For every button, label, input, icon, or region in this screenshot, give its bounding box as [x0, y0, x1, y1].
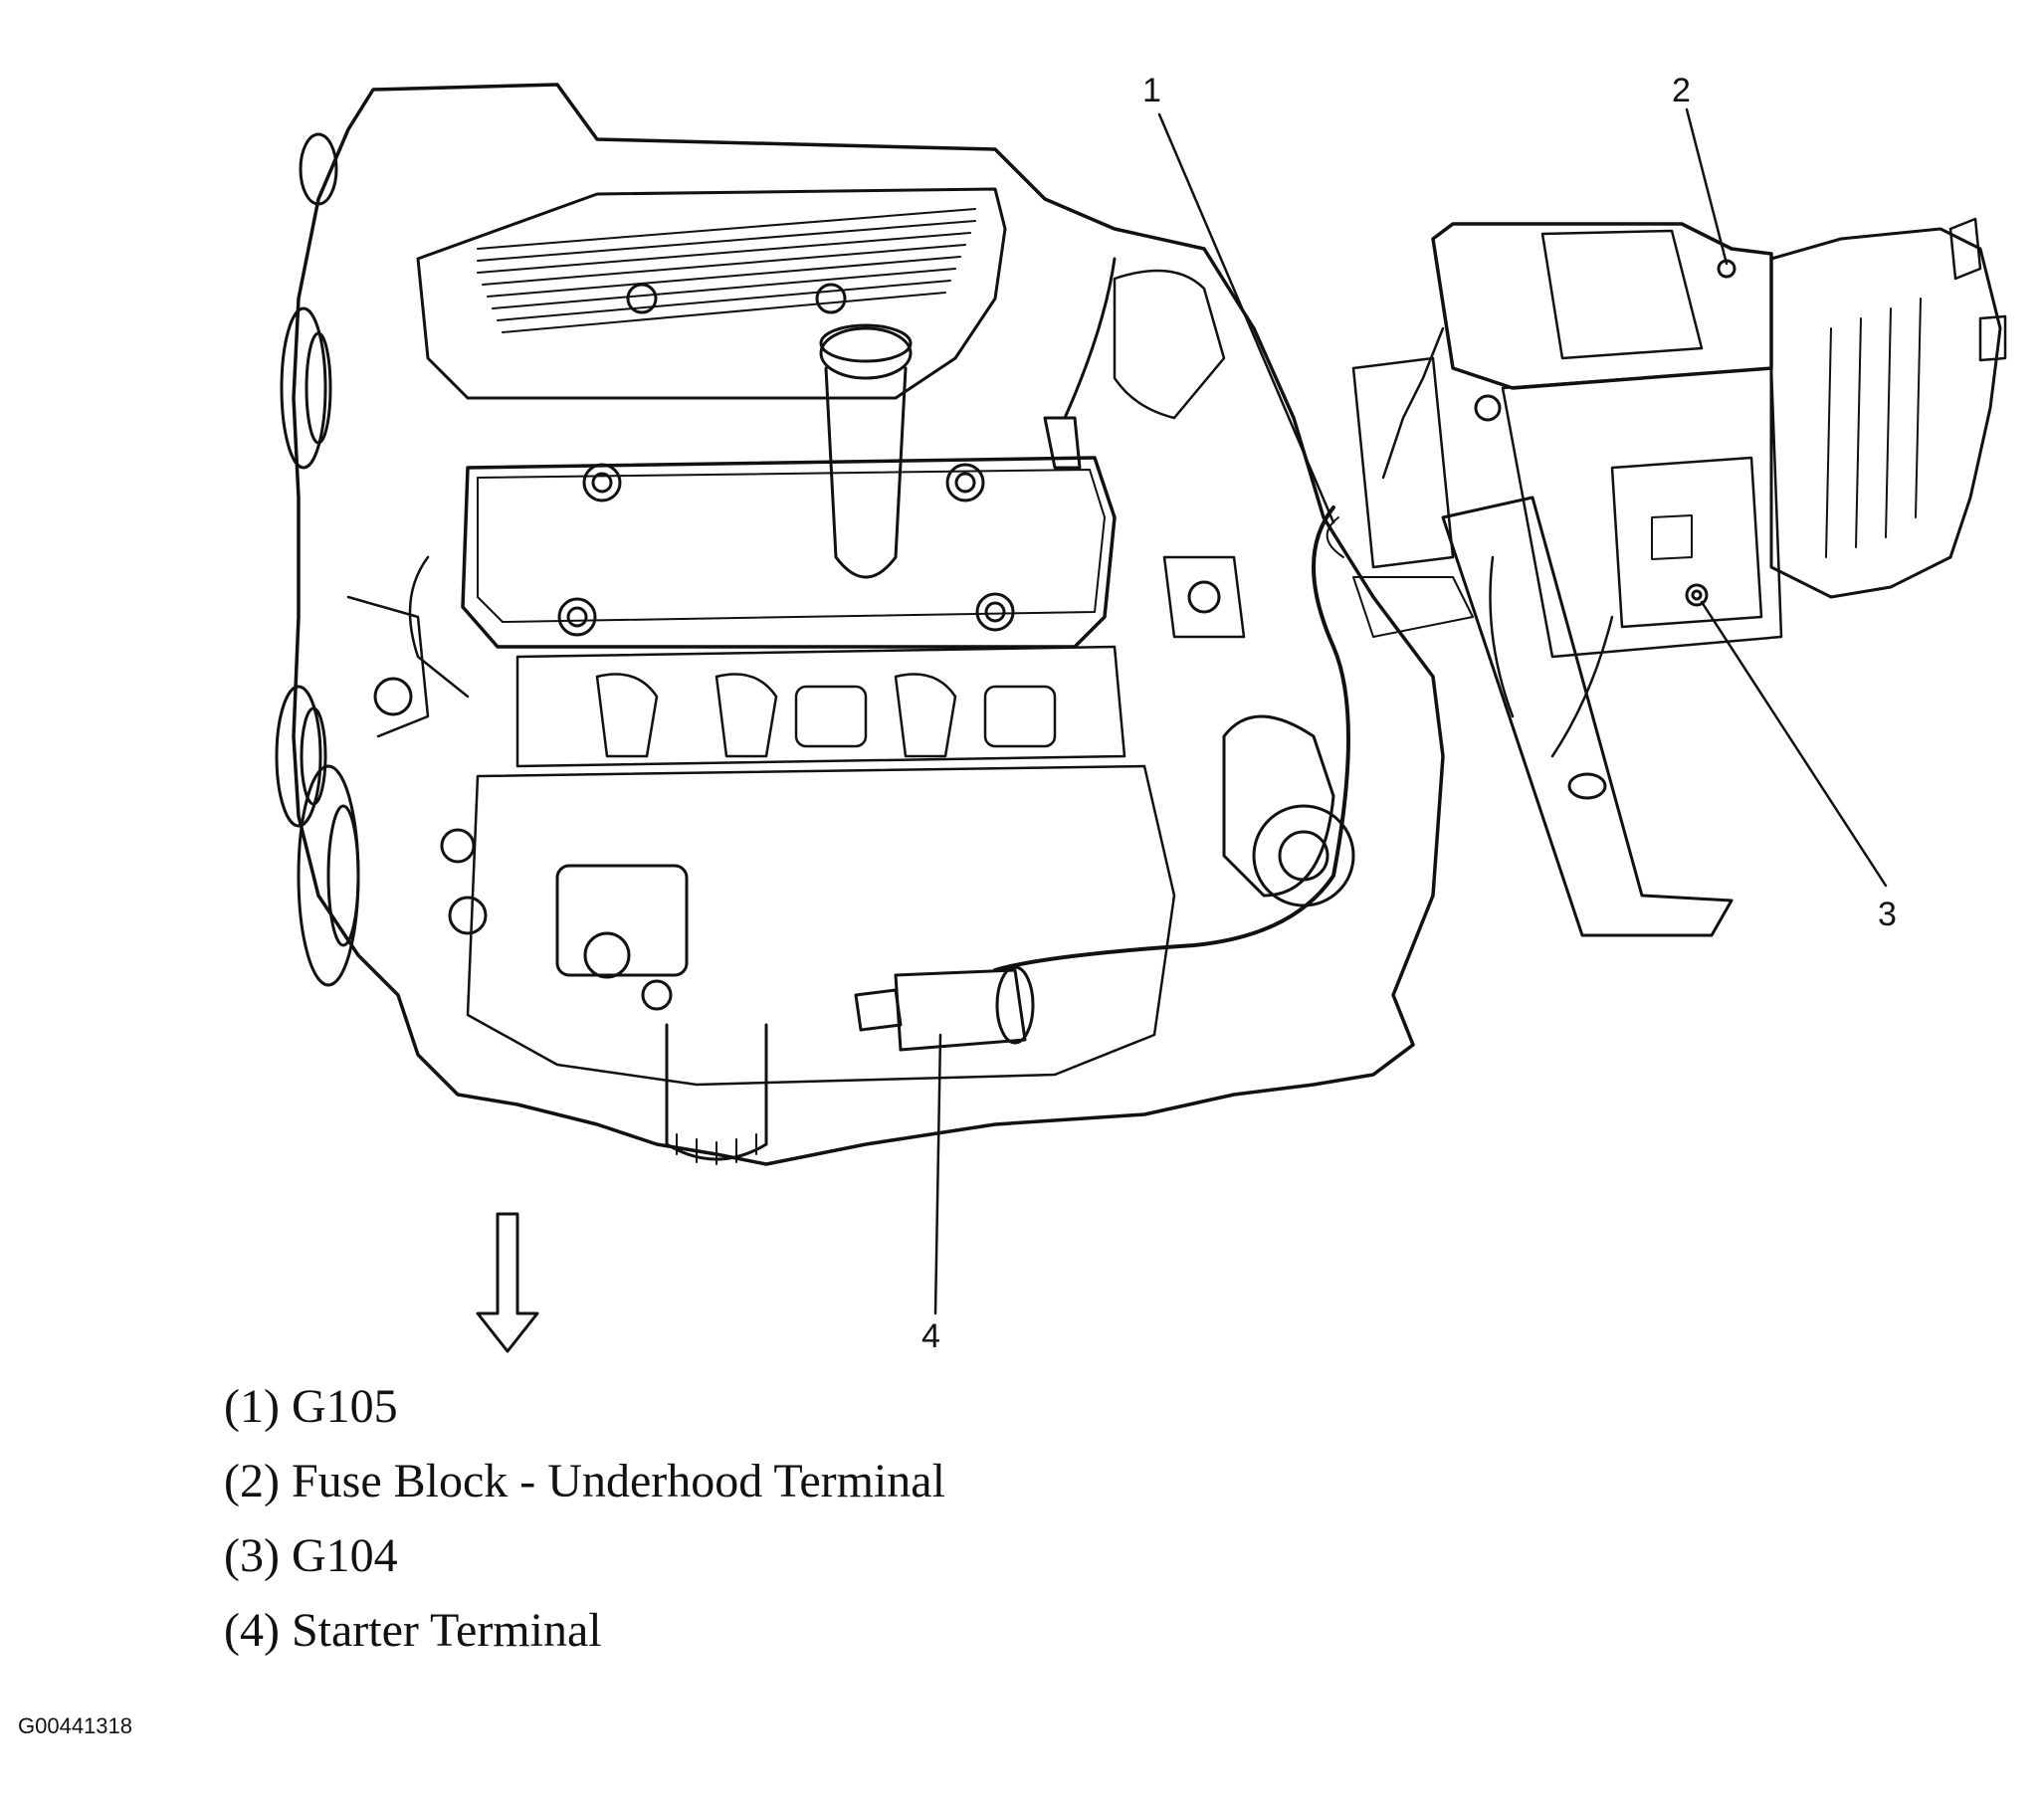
legend-item-2: (2) Fuse Block - Underhood Terminal	[224, 1455, 945, 1507]
leader-line-3	[1700, 600, 1888, 888]
figure-id: G00441318	[18, 1713, 132, 1738]
oil-filler	[824, 366, 908, 579]
leader-line-4	[933, 1033, 942, 1315]
ground-cable	[993, 505, 1350, 972]
legend-item-4: (4) Starter Terminal	[224, 1604, 602, 1657]
leader-line-2	[1685, 107, 1729, 266]
callout-number-3: 3	[1878, 896, 1897, 933]
rear-valve-cover	[416, 187, 1007, 400]
engine-assembly	[275, 83, 1445, 1166]
leader-line-1	[1157, 112, 1335, 524]
fuse-block-underhood	[1351, 217, 2007, 937]
legend: (1) G105 (2) Fuse Block - Underhood Term…	[224, 1383, 945, 1682]
intake-runners	[515, 645, 1126, 768]
down-arrow-icon	[476, 1212, 539, 1353]
engine-block	[466, 764, 1176, 1087]
legend-item-3: (3) G104	[224, 1529, 398, 1582]
callout-number-1: 1	[1142, 72, 1161, 109]
leader-lines	[933, 107, 1888, 1315]
starter-motor	[854, 965, 1035, 1052]
legend-item-1: (1) G105	[224, 1380, 398, 1433]
pulleys	[275, 132, 360, 987]
front-valve-cover	[461, 456, 1117, 649]
oil-filter	[665, 1023, 768, 1161]
callout-number-4: 4	[921, 1317, 940, 1355]
callout-number-2: 2	[1672, 72, 1691, 109]
